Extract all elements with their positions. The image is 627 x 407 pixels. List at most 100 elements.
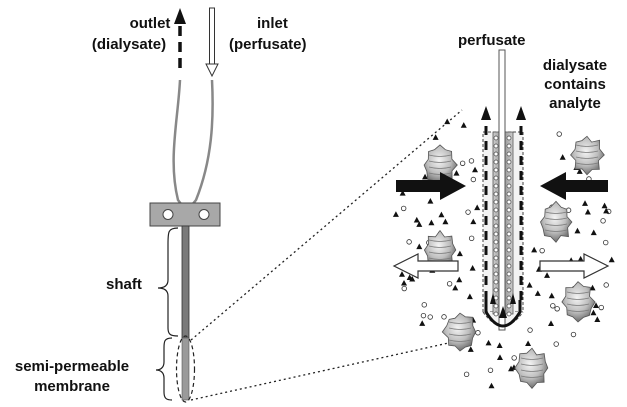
dialysate-dot — [506, 159, 512, 165]
dialysate-dots — [493, 135, 512, 317]
solute-circle — [441, 314, 447, 320]
dialysate-dot — [493, 263, 499, 269]
analyte-triangle — [603, 207, 610, 214]
shaft-label: shaft — [106, 276, 142, 293]
dialysate-dot — [506, 167, 512, 173]
analyte-triangle — [452, 284, 459, 291]
dialysate-dot — [506, 311, 512, 317]
solute-circle — [427, 314, 433, 320]
analyte-triangle — [548, 292, 555, 299]
tissue-cell — [570, 135, 605, 176]
dialysate-dot — [506, 287, 512, 293]
analyte-triangle — [544, 272, 551, 278]
tissue-cell — [561, 281, 596, 323]
dialysate-dot — [493, 135, 499, 141]
zoom-line-bottom — [190, 339, 463, 401]
outlet-tube — [172, 79, 188, 213]
solute-circle — [470, 176, 477, 183]
solute-circle — [487, 367, 494, 373]
dialysate-dot — [506, 239, 512, 245]
dialysate-dot — [506, 223, 512, 229]
dialysate-label-line2: contains — [544, 76, 606, 93]
analyte-triangle — [594, 316, 601, 322]
dialysate-dot — [493, 215, 499, 221]
analyte-triangle — [409, 275, 416, 282]
analyte-triangle — [398, 271, 405, 277]
tissue-cell — [540, 200, 573, 243]
analyte-triangle — [401, 279, 408, 286]
analyte-triangle — [456, 276, 463, 283]
dialysate-dot — [506, 263, 512, 269]
inlet-label: inlet — [257, 15, 288, 32]
solute-circle — [463, 371, 470, 378]
dialysate-dot — [493, 151, 499, 157]
dialysate-dot — [506, 151, 512, 157]
analyte-triangle — [456, 250, 463, 257]
inflow-arrow-left — [396, 172, 466, 200]
dialysate-dot — [506, 231, 512, 237]
analyte-triangle — [534, 290, 541, 296]
analyte-triangle — [444, 118, 451, 125]
solute-circle — [459, 160, 466, 166]
solute-circle — [475, 330, 481, 336]
inlet-sub-label: (perfusate) — [229, 36, 307, 53]
solute-circle — [468, 158, 475, 164]
dialysate-dot — [506, 247, 512, 253]
solute-circle — [603, 282, 609, 288]
analyte-triangle — [419, 320, 426, 326]
dialysate-dot — [493, 175, 499, 181]
analyte-triangle — [432, 134, 439, 140]
solute-circle — [554, 306, 560, 312]
dialysate-dot — [493, 271, 499, 277]
dialysate-dot — [506, 255, 512, 261]
solute-circle — [420, 312, 427, 319]
probe-shaft — [181, 225, 190, 339]
dialysate-dot — [493, 143, 499, 149]
dialysate-dot — [493, 167, 499, 173]
analyte-triangle — [584, 208, 591, 215]
bottom-small-arrows — [490, 293, 516, 318]
analyte-triangle — [525, 340, 532, 347]
outflow-arrow-right — [539, 253, 610, 279]
perfusate-tube — [498, 49, 506, 331]
membrane-label-line2: membrane — [34, 378, 110, 395]
dialysate-dot — [493, 223, 499, 229]
membrane-brace — [155, 337, 173, 401]
analyte-triangle — [485, 339, 492, 346]
analyte-triangle — [472, 166, 479, 173]
inlet-tube — [185, 79, 214, 213]
zoom-line-top — [190, 109, 463, 341]
analyte-triangle — [531, 246, 538, 253]
dialysate-dot — [506, 295, 512, 301]
analyte-triangle — [574, 227, 581, 234]
tissue-cells — [423, 135, 605, 390]
solute-circle — [468, 235, 475, 242]
analyte-triangle — [577, 255, 584, 262]
solute-circle — [465, 209, 471, 215]
dialysate-dot — [506, 135, 512, 141]
solute-circle — [539, 247, 545, 254]
dialysate-label-line1: dialysate — [542, 57, 608, 74]
solute-circle — [556, 131, 562, 137]
dialysate-dot — [493, 191, 499, 197]
dialysate-dot — [506, 279, 512, 285]
analyte-triangle — [422, 173, 429, 180]
analyte-triangle — [438, 211, 445, 218]
analyte-triangle — [548, 320, 555, 326]
outlet-sub-label: (dialysate) — [91, 36, 167, 53]
solute-circle — [406, 239, 412, 245]
solute-circle — [401, 285, 407, 292]
dialysate-dot — [493, 287, 499, 293]
solute-circle — [511, 355, 517, 361]
dialysate-dot — [493, 199, 499, 205]
analyte-triangle — [608, 256, 615, 263]
outflow-arrow-left — [392, 253, 459, 279]
dialysate-dot — [506, 199, 512, 205]
analyte-triangle — [576, 168, 583, 174]
analyte-triangle — [416, 221, 423, 227]
tissue-cell — [423, 229, 457, 269]
dialysate-dot — [506, 183, 512, 189]
analyte-triangle — [589, 284, 596, 291]
dialysate-dot — [493, 247, 499, 253]
solute-circle — [553, 341, 559, 347]
